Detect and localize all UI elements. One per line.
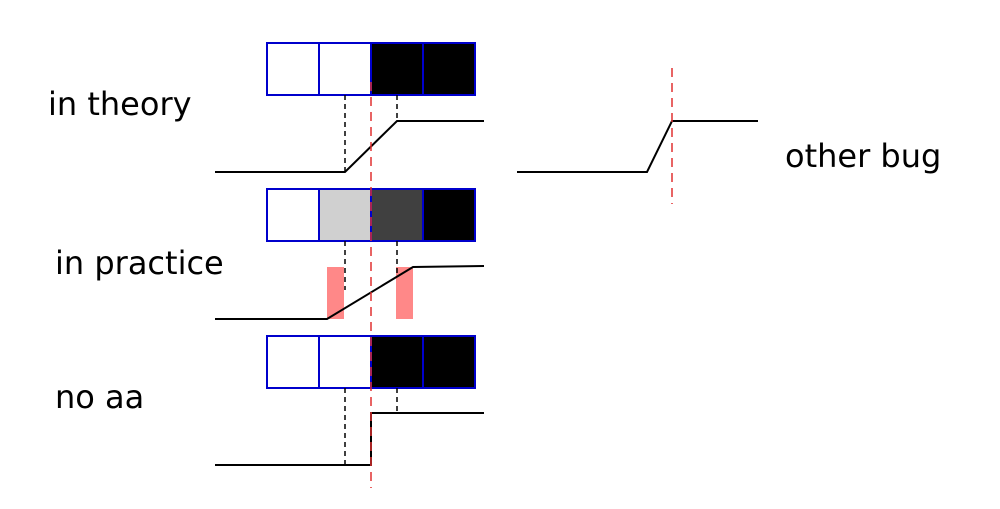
other-bug-figure: other bug bbox=[517, 68, 941, 204]
pixel-cell bbox=[370, 335, 424, 389]
pixel-cell bbox=[422, 188, 476, 242]
pixel-cell bbox=[318, 335, 372, 389]
row-in-practice: in practice bbox=[55, 188, 485, 320]
label-other-bug: other bug bbox=[785, 137, 941, 175]
error-marker bbox=[396, 267, 413, 319]
edge-profile-curve bbox=[215, 120, 484, 173]
pixel-cell bbox=[422, 335, 476, 389]
row-label-in-theory: in theory bbox=[48, 85, 192, 123]
pixel-cell bbox=[266, 188, 320, 242]
row-no-aa: no aa bbox=[55, 335, 484, 466]
pixel-cell bbox=[370, 188, 424, 242]
row-label-no-aa: no aa bbox=[55, 378, 144, 416]
pixel-cell bbox=[318, 42, 372, 96]
error-marker bbox=[327, 267, 344, 319]
pixel-cell bbox=[370, 42, 424, 96]
pixel-cell bbox=[318, 188, 372, 242]
pixel-cell bbox=[266, 335, 320, 389]
edge-profile-curve bbox=[215, 265, 485, 320]
pixel-cell bbox=[266, 42, 320, 96]
edge-profile-curve bbox=[215, 412, 484, 466]
row-label-in-practice: in practice bbox=[55, 244, 224, 282]
pixel-cell bbox=[422, 42, 476, 96]
edge-profile-curve bbox=[517, 120, 758, 173]
row-in-theory: in theory bbox=[48, 42, 484, 173]
